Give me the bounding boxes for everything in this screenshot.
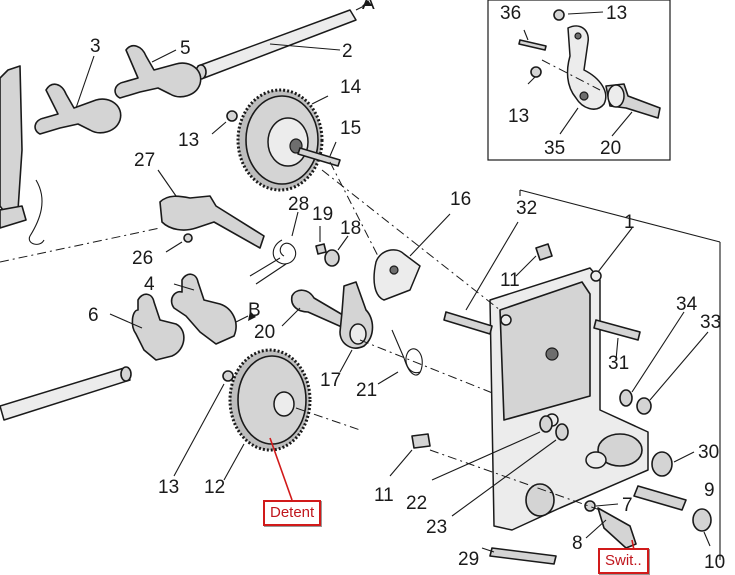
label-part-7: 7 — [622, 495, 633, 516]
label-part-19: 19 — [312, 204, 333, 225]
housing-1 — [489, 267, 649, 531]
label-part-36: 36 — [500, 3, 521, 24]
label-part-13a: 13 — [178, 130, 199, 151]
label-part-13b: 13 — [606, 3, 627, 24]
nut-13-inset — [530, 66, 542, 78]
shift-fork-3 — [34, 83, 122, 135]
shaft-2 — [197, 9, 357, 79]
shift-fork-6 — [131, 293, 185, 361]
torsion-spring-21 — [391, 329, 423, 376]
pin-9 — [633, 485, 687, 511]
label-part-10: 10 — [704, 552, 725, 573]
label-part-11a: 11 — [500, 270, 520, 291]
washer-23 — [555, 423, 569, 441]
shift-fork-4 — [170, 273, 237, 345]
detail-inset-frame — [487, 0, 671, 161]
label-part-8: 8 — [572, 533, 583, 554]
label-part-30: 30 — [698, 442, 719, 463]
washer-22 — [539, 415, 553, 433]
shaft-20 — [290, 289, 349, 329]
label-arrow-b: B — [248, 300, 261, 321]
collar-18 — [324, 249, 340, 267]
label-part-9: 9 — [704, 480, 715, 501]
pin-11-lower — [411, 433, 431, 449]
pin-15 — [297, 147, 341, 167]
label-part-1: 1 — [624, 212, 635, 233]
spring-28 — [249, 239, 297, 285]
pin-11-top — [535, 243, 553, 261]
label-part-13c: 13 — [508, 106, 529, 127]
label-part-6: 6 — [88, 305, 99, 326]
label-part-20a: 20 — [254, 322, 275, 343]
label-part-5: 5 — [180, 38, 191, 59]
label-part-17: 17 — [320, 370, 341, 391]
nut-13-gear — [226, 110, 238, 122]
selector-gear-14 — [236, 88, 324, 192]
screw-31 — [593, 319, 641, 341]
label-part-29: 29 — [458, 549, 479, 570]
label-arrow-a: A — [362, 0, 375, 14]
label-part-21: 21 — [356, 380, 377, 401]
screw-32 — [443, 311, 493, 335]
screw-36 — [518, 39, 547, 51]
washer-34 — [619, 389, 633, 407]
label-part-32: 32 — [516, 198, 537, 219]
selector-fork-left — [0, 65, 23, 215]
label-part-4: 4 — [144, 274, 155, 295]
switch-8 — [597, 507, 637, 549]
label-part-2: 2 — [342, 41, 353, 62]
pin-19 — [315, 243, 327, 255]
shift-fork-5 — [114, 44, 202, 99]
switch-callout: Swit.. — [598, 548, 649, 574]
label-part-35: 35 — [544, 138, 565, 159]
label-part-13d: 13 — [158, 477, 179, 498]
nut-33 — [636, 397, 652, 415]
detent-gear-12 — [228, 348, 312, 452]
nut-10 — [692, 508, 712, 532]
label-part-3: 3 — [90, 36, 101, 57]
label-part-18: 18 — [340, 218, 361, 239]
shaft-lower — [0, 367, 131, 421]
label-part-11b: 11 — [374, 485, 394, 506]
nut-13-top — [553, 9, 565, 21]
label-part-23: 23 — [426, 517, 447, 538]
detent-callout: Detent — [263, 500, 322, 526]
selector-shaft-27 — [159, 195, 265, 249]
label-part-31: 31 — [608, 353, 629, 374]
seal-30 — [651, 451, 673, 477]
clip-26 — [183, 233, 193, 243]
screw-29 — [489, 547, 557, 565]
washer-7 — [584, 500, 596, 512]
label-part-15: 15 — [340, 118, 361, 139]
label-part-20b: 20 — [600, 138, 621, 159]
label-part-28: 28 — [288, 194, 309, 215]
spring-left — [28, 179, 45, 245]
label-part-26: 26 — [132, 248, 153, 269]
label-part-22: 22 — [406, 493, 427, 514]
detent-lever-16 — [373, 249, 421, 301]
label-part-14: 14 — [340, 77, 362, 98]
label-part-27: 27 — [134, 150, 155, 171]
label-part-16: 16 — [450, 189, 471, 210]
label-part-12: 12 — [204, 477, 225, 498]
label-part-33: 33 — [700, 312, 721, 333]
nut-13-lower — [222, 370, 234, 382]
label-part-34: 34 — [676, 294, 698, 315]
